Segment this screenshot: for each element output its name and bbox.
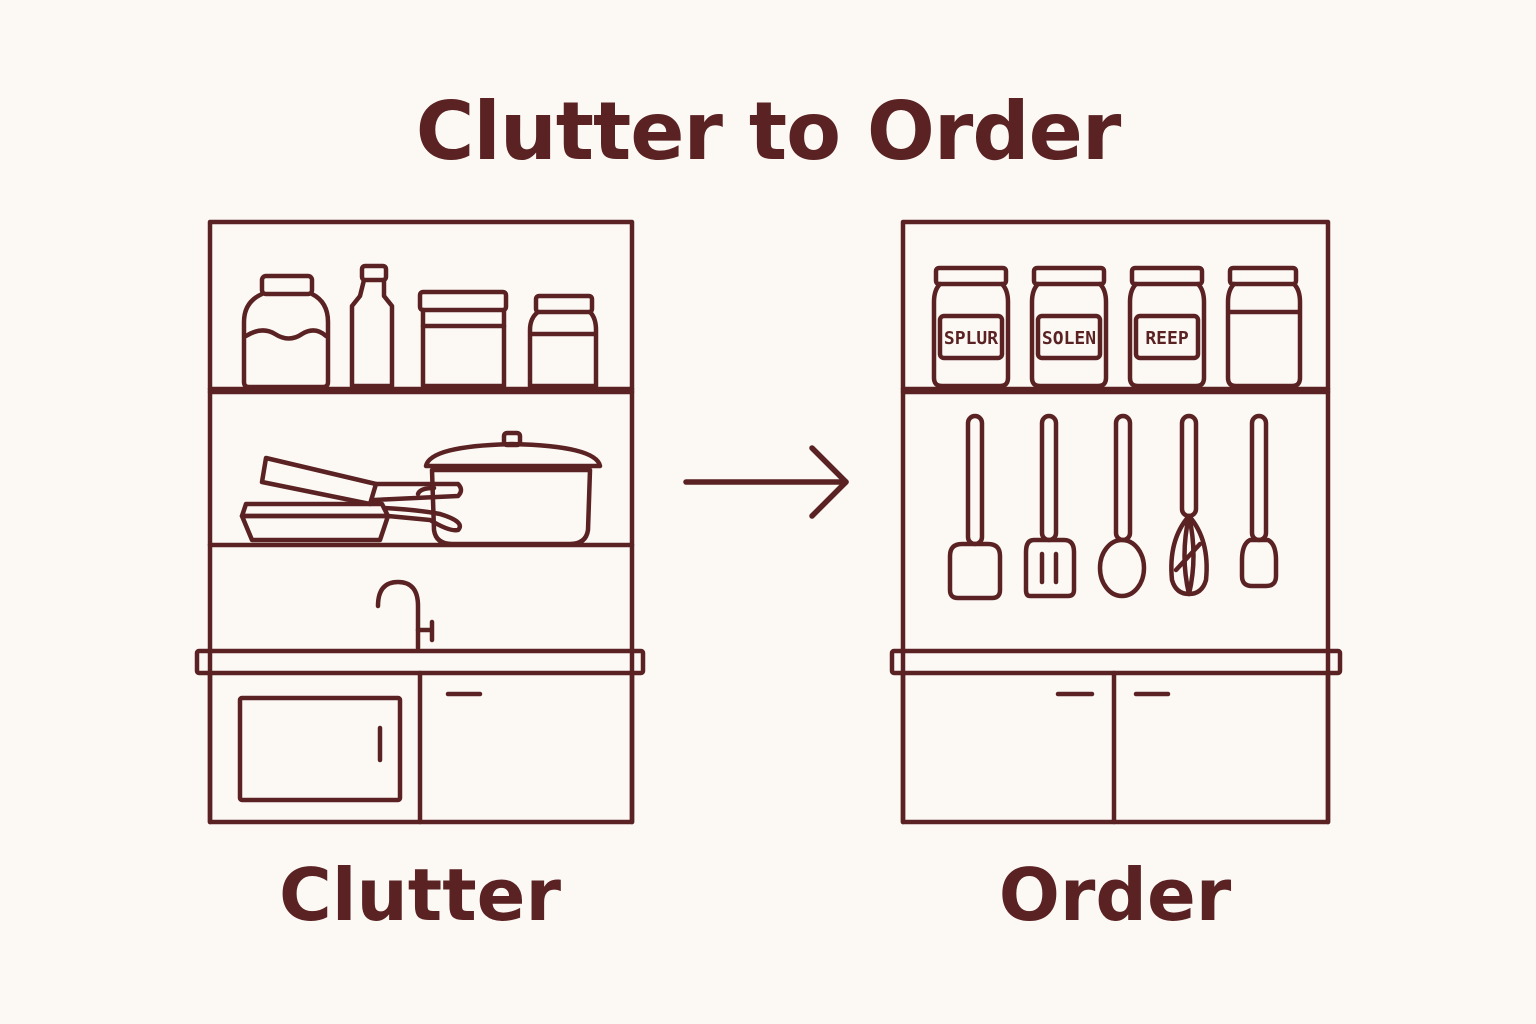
order-caption: Order <box>998 853 1232 937</box>
small-jar-icon <box>527 293 599 389</box>
serving-spoon-icon <box>1239 413 1279 589</box>
cluttered-counter <box>194 648 646 825</box>
clutter-caption: Clutter <box>279 853 561 937</box>
labeled-jar-icon: SPLUR <box>931 265 1011 389</box>
jar-label: SPLUR <box>944 328 998 349</box>
slotted-turner-icon <box>1023 413 1077 599</box>
stacked-pans-icon <box>239 455 464 543</box>
jar-icon <box>1225 265 1303 389</box>
ladle-icon <box>1097 413 1147 599</box>
faucet-icon <box>375 579 435 651</box>
labeled-jar-icon: SOLEN <box>1029 265 1109 389</box>
square-jar-icon <box>417 289 509 389</box>
ordered-counter <box>889 648 1343 825</box>
spatula-icon <box>947 413 1003 601</box>
bottle-icon <box>349 263 395 389</box>
right-arrow-icon <box>683 445 849 519</box>
jar-label: SOLEN <box>1042 328 1096 349</box>
diagram-title: Clutter to Order <box>415 85 1122 178</box>
large-jar-icon <box>241 273 331 390</box>
ordered-kitchen: SPLUR SOLEN REEP <box>889 219 1343 825</box>
labeled-jar-icon: REEP <box>1127 265 1207 389</box>
pot-icon <box>415 430 603 547</box>
oven-door-icon <box>237 695 403 803</box>
jar-label: REEP <box>1145 328 1189 349</box>
whisk-icon <box>1169 413 1209 597</box>
cluttered-kitchen <box>194 219 646 825</box>
